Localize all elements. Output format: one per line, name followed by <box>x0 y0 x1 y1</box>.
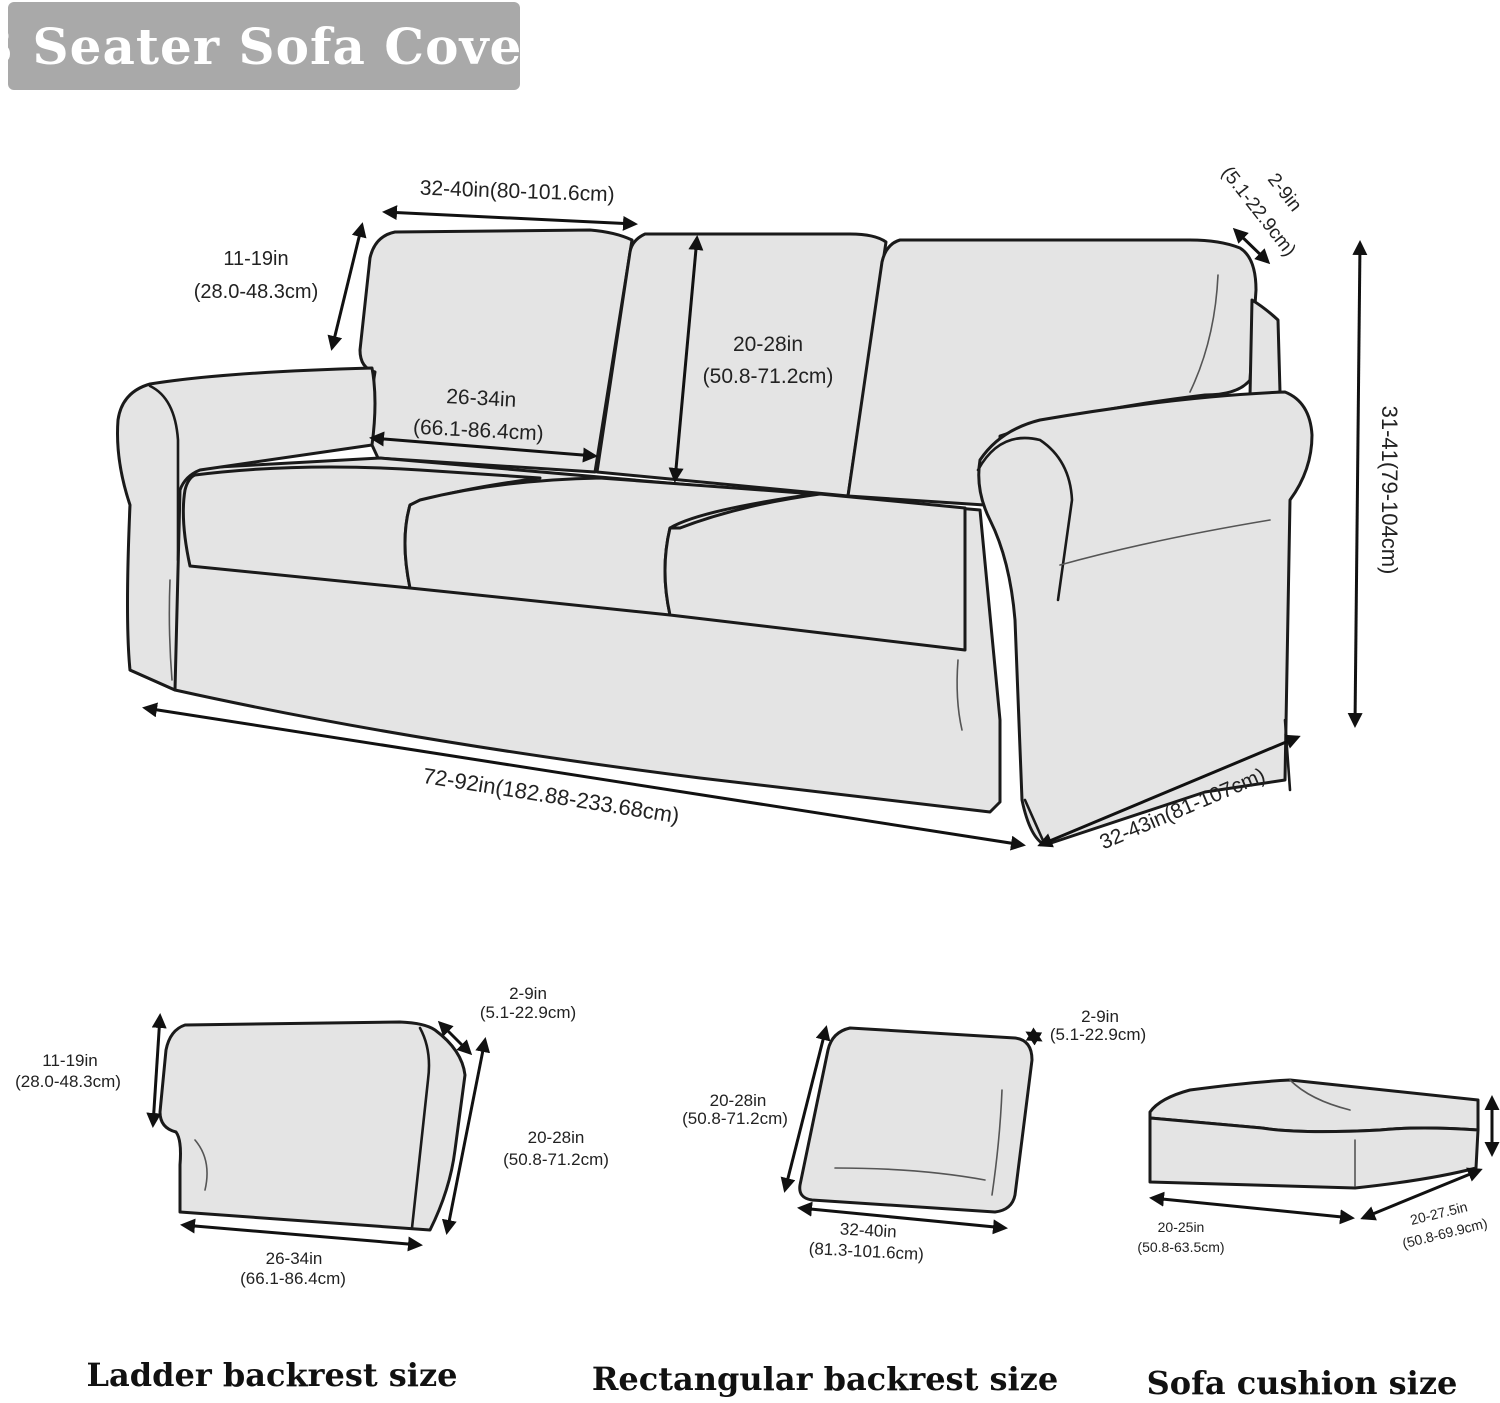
label-rect-width-cm: (81.3-101.6cm) <box>808 1239 924 1264</box>
ladder-backrest-illustration <box>158 1020 467 1232</box>
sofa-dimension-arrows <box>142 205 1368 851</box>
label-back-height-in: 20-28in <box>733 333 803 356</box>
ladder-dimension-arrows <box>146 1013 491 1252</box>
caption-rect-backrest: Rectangular backrest size <box>591 1360 1059 1398</box>
ladder-side-edge <box>410 1026 431 1230</box>
sofa-arm-left <box>116 366 377 692</box>
fold-line <box>1059 519 1271 566</box>
arrow-rect-height <box>780 1025 831 1193</box>
arrow-backrest-depth <box>1232 227 1271 265</box>
ladder-dimension-labels: 11-19in (28.0-48.3cm) 2-9in (5.1-22.9cm)… <box>15 984 609 1288</box>
arrow-backrest-width <box>382 205 638 231</box>
sofa-back-frame-right <box>1248 298 1282 398</box>
label-ladder-side-cm: (50.8-71.2cm) <box>503 1150 609 1169</box>
label-arm-height-in: 11-19in <box>223 248 288 270</box>
label-backrest-width: 32-40in(80-101.6cm) <box>419 177 615 207</box>
label-rect-depth-in: 2-9in <box>1081 1007 1119 1026</box>
sofa-seat-cushion-right <box>663 492 967 652</box>
arrow-cushion-width <box>1149 1191 1355 1225</box>
ladder-backrest-shape <box>158 1020 467 1232</box>
arrow-cushion-depth <box>1360 1167 1483 1221</box>
label-cushion-width-in: 20-25in <box>1158 1219 1205 1235</box>
label-arm-height-cm: (28.0-48.3cm) <box>194 281 319 303</box>
caption-ladder-backrest: Ladder backrest size <box>86 1356 458 1394</box>
title-badge: 3 Seater Sofa Cover <box>0 2 549 90</box>
sofa-seat-cushion-middle <box>403 476 817 617</box>
arrow-total-depth <box>1037 734 1301 848</box>
cushion-dimension-arrows <box>1149 1095 1500 1225</box>
label-ladder-width-cm: (66.1-86.4cm) <box>240 1269 346 1288</box>
arrow-arm-height <box>327 222 367 351</box>
cushion-illustration <box>1148 1078 1480 1190</box>
arrow-total-height <box>1347 240 1368 728</box>
fold-line <box>1289 1079 1351 1111</box>
label-rect-height-cm: (50.8-71.2cm) <box>682 1109 788 1128</box>
label-ladder-side-in: 20-28in <box>528 1128 585 1147</box>
fold-line <box>1189 274 1219 393</box>
rect-dimension-arrows <box>780 1025 1043 1235</box>
sofa-arm-left-scroll <box>148 384 180 562</box>
rect-backrest-shape <box>798 1026 1034 1214</box>
sofa-arm-right-scroll <box>976 436 1074 602</box>
label-ladder-width-in: 26-34in <box>266 1249 323 1268</box>
arrow-ladder-side <box>441 1037 491 1235</box>
arrow-rect-depth <box>1025 1027 1043 1046</box>
label-ladder-height-cm: (28.0-48.3cm) <box>15 1072 121 1091</box>
arrow-seat-width <box>369 431 598 463</box>
label-back-height-cm: (50.8-71.2cm) <box>703 365 834 388</box>
label-ladder-height-in: 11-19in <box>42 1051 97 1070</box>
label-ladder-depth-in: 2-9in <box>509 984 547 1003</box>
rect-backrest-illustration <box>798 1026 1034 1214</box>
fold-line <box>194 1139 208 1191</box>
caption-sofa-cushion: Sofa cushion size <box>1146 1364 1458 1402</box>
sofa-illustration <box>116 228 1314 847</box>
label-seat-width-in: 26-34in <box>446 385 517 412</box>
arrow-ladder-width <box>180 1218 423 1252</box>
arrow-back-height <box>668 235 704 483</box>
arrow-rect-width <box>797 1201 1008 1235</box>
sofa-arm-right <box>977 390 1314 847</box>
label-rect-depth-cm: (5.1-22.9cm) <box>1050 1025 1146 1044</box>
cushion-dimension-labels: 20-25in (50.8-63.5cm) 20-27.5in (50.8-69… <box>1137 1198 1489 1255</box>
label-cushion-width-cm: (50.8-63.5cm) <box>1137 1239 1224 1255</box>
rect-dimension-labels: 2-9in (5.1-22.9cm) 20-28in (50.8-71.2cm)… <box>682 1007 1146 1264</box>
label-rect-height-in: 20-28in <box>710 1091 767 1110</box>
label-ladder-depth-cm: (5.1-22.9cm) <box>480 1003 576 1022</box>
label-rect-width-in: 32-40in <box>839 1220 897 1242</box>
fold-line <box>168 579 173 681</box>
fold-line <box>991 1089 1003 1196</box>
arrow-total-length <box>142 702 1026 851</box>
fold-line <box>834 1167 986 1181</box>
arrow-ladder-height <box>146 1013 167 1128</box>
page-title: 3 Seater Sofa Cover <box>0 16 550 76</box>
label-total-height: 31-41(79-104cm) <box>1377 406 1402 575</box>
